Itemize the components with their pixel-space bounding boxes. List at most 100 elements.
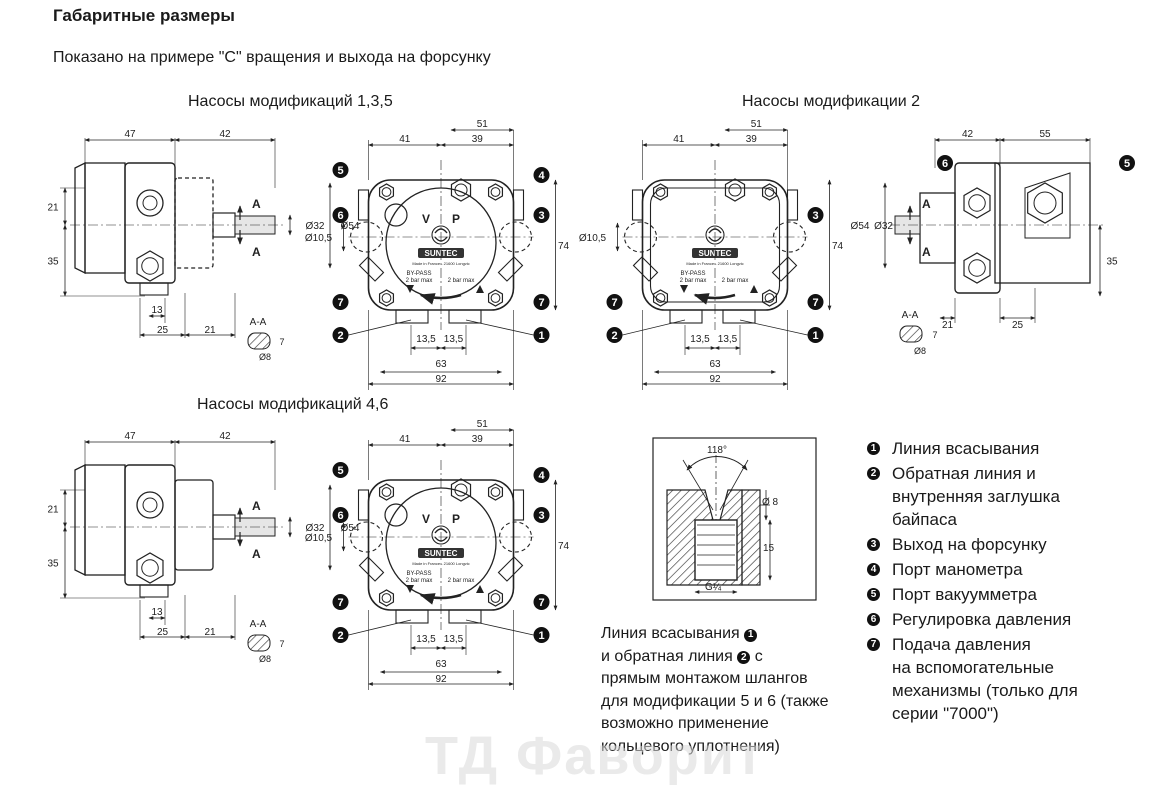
- hex-bolt: [963, 252, 991, 284]
- section-aa-label: A-A: [250, 619, 267, 630]
- leader-line: [348, 319, 412, 336]
- callout-5-icon: [1119, 155, 1135, 171]
- aux-port: [497, 256, 524, 282]
- page-subtitle: Показано на примере "C" вращения и выход…: [53, 49, 491, 66]
- up-arrow-icon: [476, 285, 484, 293]
- note-line1: Линия всасывания: [601, 625, 740, 642]
- note-line2a: и обратная линия: [601, 647, 733, 665]
- pressure-adjust: [384, 203, 408, 227]
- face-p-label: P: [452, 512, 460, 526]
- callout-3-icon: [807, 207, 824, 223]
- bolt-head: [764, 293, 775, 303]
- callout-2-icon: [332, 327, 349, 343]
- bolt-head: [490, 187, 501, 197]
- pump-body: [124, 464, 176, 586]
- down-arrow-icon: [406, 285, 414, 293]
- bypass-label: BY-PASS: [406, 271, 431, 277]
- dim-d105-label: Ø10,5: [305, 233, 333, 244]
- aux-port: [771, 256, 798, 282]
- dim-51: 51: [751, 119, 763, 130]
- face-p-label: P: [452, 212, 460, 226]
- leader-line: [622, 319, 686, 336]
- callout-5-label: 5: [337, 465, 343, 477]
- hex-bolt: [487, 589, 504, 607]
- callout-6-icon: [332, 207, 349, 223]
- pump-cover: [174, 479, 214, 571]
- callout-4-label: 4: [538, 470, 545, 482]
- shaft-section: [899, 325, 923, 343]
- logo-icon: [431, 525, 451, 545]
- dim-d105-label: Ø10,5: [305, 533, 333, 544]
- rotation-arrow-icon: [419, 593, 462, 605]
- bar-label-right: 2 bar max: [722, 278, 749, 284]
- motor-side: [84, 162, 126, 274]
- callout-3-icon: 3: [867, 538, 880, 551]
- dim-74: 74: [558, 541, 570, 552]
- dim-63: 63: [435, 359, 447, 370]
- hex-bolt: [136, 250, 164, 282]
- shaft-section: [247, 332, 271, 350]
- bypass-label: BY-PASS: [406, 571, 431, 577]
- side-port: [631, 189, 644, 221]
- callout-1-icon: [807, 327, 824, 343]
- callout-5-icon: 5: [867, 588, 880, 601]
- dim-55: 55: [1039, 129, 1051, 140]
- hex-bolt: [761, 183, 778, 201]
- return-port: [669, 309, 703, 324]
- dim-41: 41: [673, 134, 685, 145]
- callout-3-label: 3: [538, 210, 544, 222]
- dim-135a: 13,5: [416, 634, 436, 645]
- nozzle-port: [512, 489, 525, 521]
- dim-74: 74: [558, 241, 570, 252]
- legend-text: Линия всасывания: [892, 439, 1040, 458]
- mounting-note: Линия всасывания 1 и обратная линия 2 с …: [601, 623, 828, 758]
- dim-51: 51: [477, 119, 489, 130]
- dim-d32: Ø32: [874, 221, 893, 232]
- aux-port: [632, 256, 659, 282]
- suction-port: [722, 309, 756, 324]
- dim-35: 35: [1106, 257, 1118, 268]
- logo-icon: [705, 225, 725, 245]
- side-port: [357, 189, 370, 221]
- callout-6-icon: [332, 507, 349, 523]
- bolt-head: [381, 593, 392, 603]
- dim-41: 41: [399, 134, 411, 145]
- dim-42: 42: [219, 129, 231, 140]
- section-a-label: A: [252, 197, 261, 211]
- pump-cover: [174, 177, 214, 269]
- section-a-label: A: [252, 547, 261, 561]
- callout-7-label: 7: [337, 597, 343, 609]
- callout-1-label: 1: [812, 330, 818, 342]
- bolt-head: [490, 593, 501, 603]
- motor-side: [84, 464, 126, 576]
- callout-7-icon: [533, 294, 550, 310]
- bolt-head: [141, 257, 159, 275]
- callout-6-icon: 6: [867, 613, 880, 626]
- callout-2-label: 2: [337, 330, 343, 342]
- suction-port: [448, 609, 482, 624]
- hex-bolt: [487, 183, 504, 201]
- suction-port: [448, 309, 482, 324]
- bolt-head: [381, 487, 392, 497]
- dim-o8-small: Ø8: [259, 352, 271, 362]
- hex-bolt: [724, 178, 746, 202]
- bolt-head: [454, 483, 468, 497]
- dim-angle: 118°: [707, 445, 727, 456]
- note-line3: прямым монтажом шлангов: [601, 670, 808, 687]
- rotation-arrow-icon: [693, 293, 736, 305]
- callout-4-icon: 4: [867, 563, 880, 576]
- dim-d54: Ø54: [341, 523, 360, 534]
- dim-21b: 21: [204, 325, 216, 336]
- port-hole: [142, 195, 158, 211]
- dim-d32: Ø32: [306, 221, 325, 232]
- bolt-head: [490, 487, 501, 497]
- callout-2-icon: [332, 627, 349, 643]
- hex-bolt: [652, 183, 669, 201]
